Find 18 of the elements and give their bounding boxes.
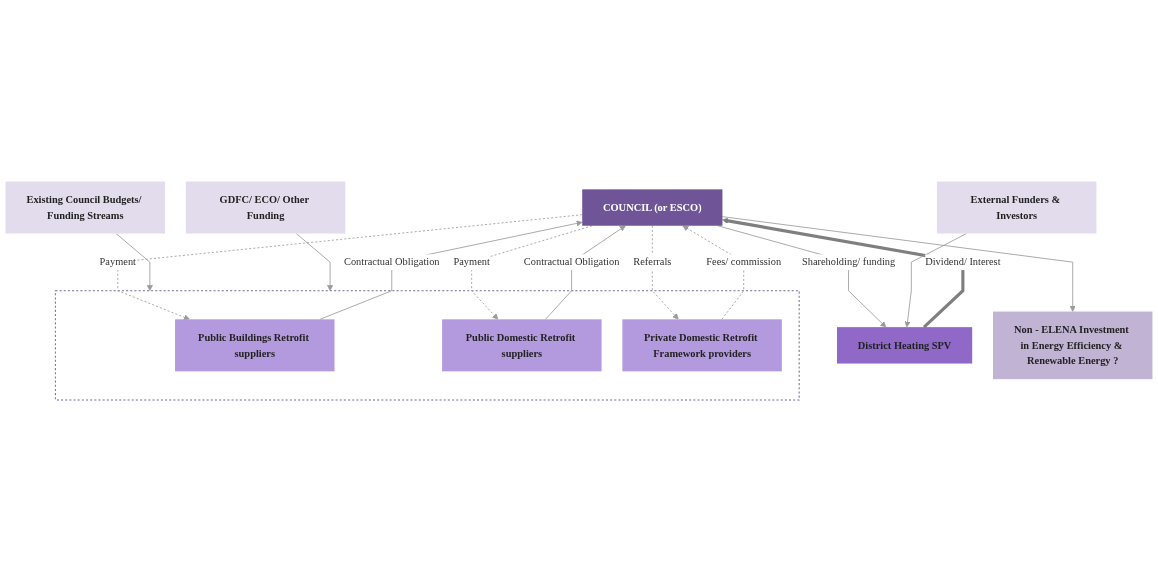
edge-label: Contractual Obligation bbox=[523, 256, 620, 268]
edge-label: Fees/ commission bbox=[706, 256, 782, 268]
edge-label: Shareholding/ funding bbox=[801, 256, 896, 268]
node-box: Public Buildings Retrofit suppliers bbox=[175, 319, 335, 372]
cluster bbox=[54, 289, 800, 401]
edge-label: Payment bbox=[99, 256, 136, 268]
edge-label: Payment bbox=[453, 256, 490, 268]
node-box: Existing Council Budgets/ Funding Streams bbox=[5, 181, 165, 234]
edge-label: Contractual Obligation bbox=[343, 256, 440, 268]
node-box: Public Domestic Retrofit suppliers bbox=[442, 319, 602, 372]
node-box: GDFC/ ECO/ Other Funding bbox=[185, 181, 346, 234]
node-box: Non - ELENA Investment in Energy Efficiency & Renewable Energy ? bbox=[993, 311, 1153, 379]
node-box: COUNCIL (or ESCO) bbox=[582, 189, 723, 226]
node-box: Private Domestic Retrofit Framework providers bbox=[622, 319, 782, 372]
node-box: District Heating SPV bbox=[837, 326, 973, 364]
edge-label: Referrals bbox=[633, 256, 672, 268]
edge-label: Dividend/ Interest bbox=[925, 256, 1001, 268]
node-box: External Funders & Investors bbox=[936, 181, 1097, 234]
